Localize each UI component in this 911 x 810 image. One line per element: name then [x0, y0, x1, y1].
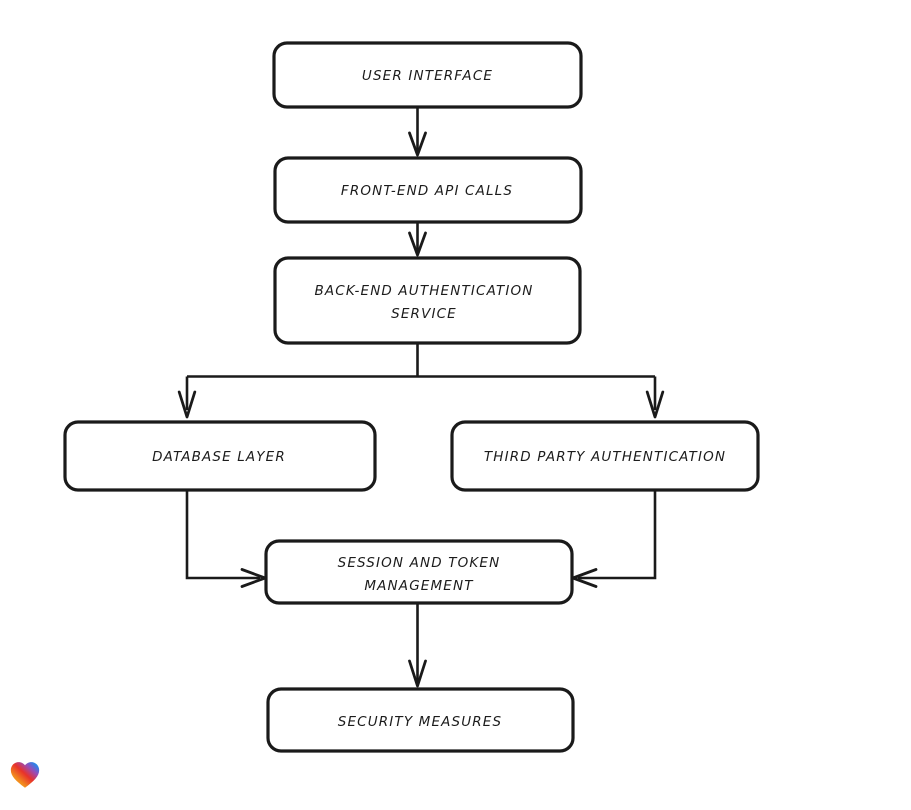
- heart-icon: [10, 762, 40, 788]
- edge-branch-to-database-layer: [177, 376, 197, 419]
- edge-session-token-to-security: [408, 603, 427, 688]
- node-session-token-mgmt-shape: [264, 539, 574, 605]
- node-security-measures-shape: [266, 687, 575, 753]
- node-security-measures[interactable]: SECURITY MEASURES: [266, 687, 575, 753]
- node-front-end-api-calls[interactable]: FRONT-END API CALLS: [273, 156, 583, 224]
- node-session-token-mgmt-label-line2: MANAGEMENT: [364, 578, 474, 594]
- node-user-interface[interactable]: USER INTERFACE: [272, 41, 583, 109]
- edge-database-to-session-token: [185, 490, 267, 588]
- node-session-token-mgmt[interactable]: SESSION AND TOKEN MANAGEMENT: [264, 539, 574, 605]
- node-security-measures-label: SECURITY MEASURES: [338, 714, 502, 730]
- edge-third-party-to-session-token: [571, 490, 657, 588]
- node-back-end-auth-service-label-line1: BACK-END AUTHENTICATION: [314, 283, 533, 299]
- node-third-party-auth[interactable]: THIRD PARTY AUTHENTICATION: [450, 420, 760, 492]
- node-database-layer-shape: [63, 420, 377, 492]
- node-third-party-auth-shape: [450, 420, 760, 492]
- node-user-interface-label: USER INTERFACE: [362, 68, 493, 84]
- node-front-end-api-calls-shape: [273, 156, 583, 224]
- node-user-interface-shape: [272, 41, 583, 109]
- node-back-end-auth-service-label-line2: SERVICE: [391, 306, 457, 322]
- node-database-layer-label: DATABASE LAYER: [152, 449, 286, 465]
- node-back-end-auth-service-shape: [273, 256, 582, 345]
- edge-user-interface-to-front-end: [408, 107, 427, 157]
- edge-back-end-branch-trunk: [187, 343, 655, 378]
- node-front-end-api-calls-label: FRONT-END API CALLS: [341, 183, 513, 199]
- edge-front-end-to-back-end: [408, 222, 427, 257]
- node-session-token-mgmt-label-line1: SESSION AND TOKEN: [338, 555, 501, 571]
- node-database-layer[interactable]: DATABASE LAYER: [63, 420, 377, 492]
- node-back-end-auth-service[interactable]: BACK-END AUTHENTICATION SERVICE: [273, 256, 582, 345]
- edge-branch-to-third-party-auth: [645, 376, 665, 419]
- node-third-party-auth-label: THIRD PARTY AUTHENTICATION: [484, 449, 726, 465]
